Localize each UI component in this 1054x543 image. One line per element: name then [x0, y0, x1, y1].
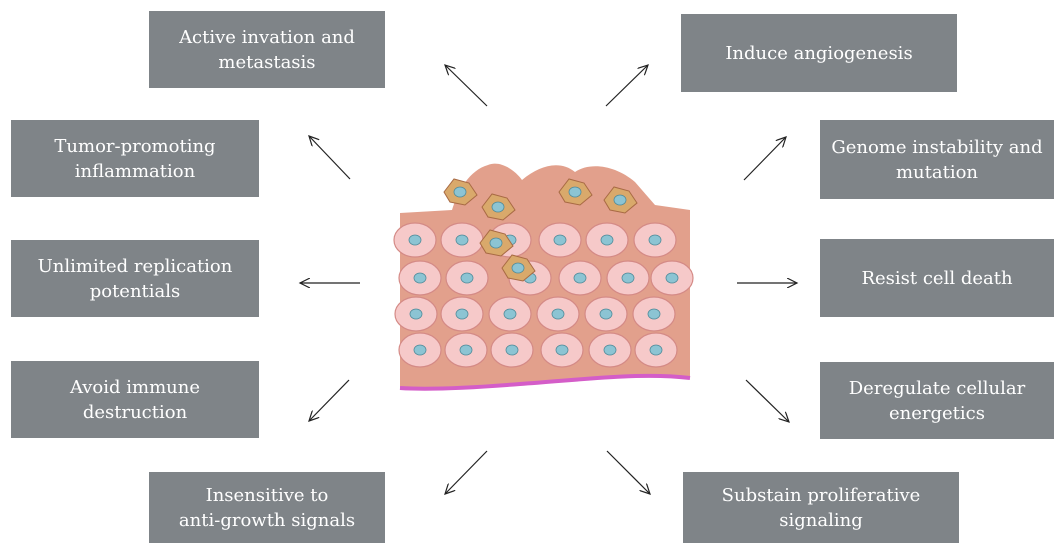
arrow-invasion [445, 65, 487, 106]
arrow-angiogenesis [606, 65, 648, 106]
arrow-genome [744, 137, 786, 180]
arrow-immune [309, 380, 349, 421]
arrow-anti-growth [445, 451, 487, 494]
arrow-inflammation [309, 136, 350, 179]
arrow-energetics [746, 380, 789, 422]
arrow-proliferative [607, 451, 650, 494]
